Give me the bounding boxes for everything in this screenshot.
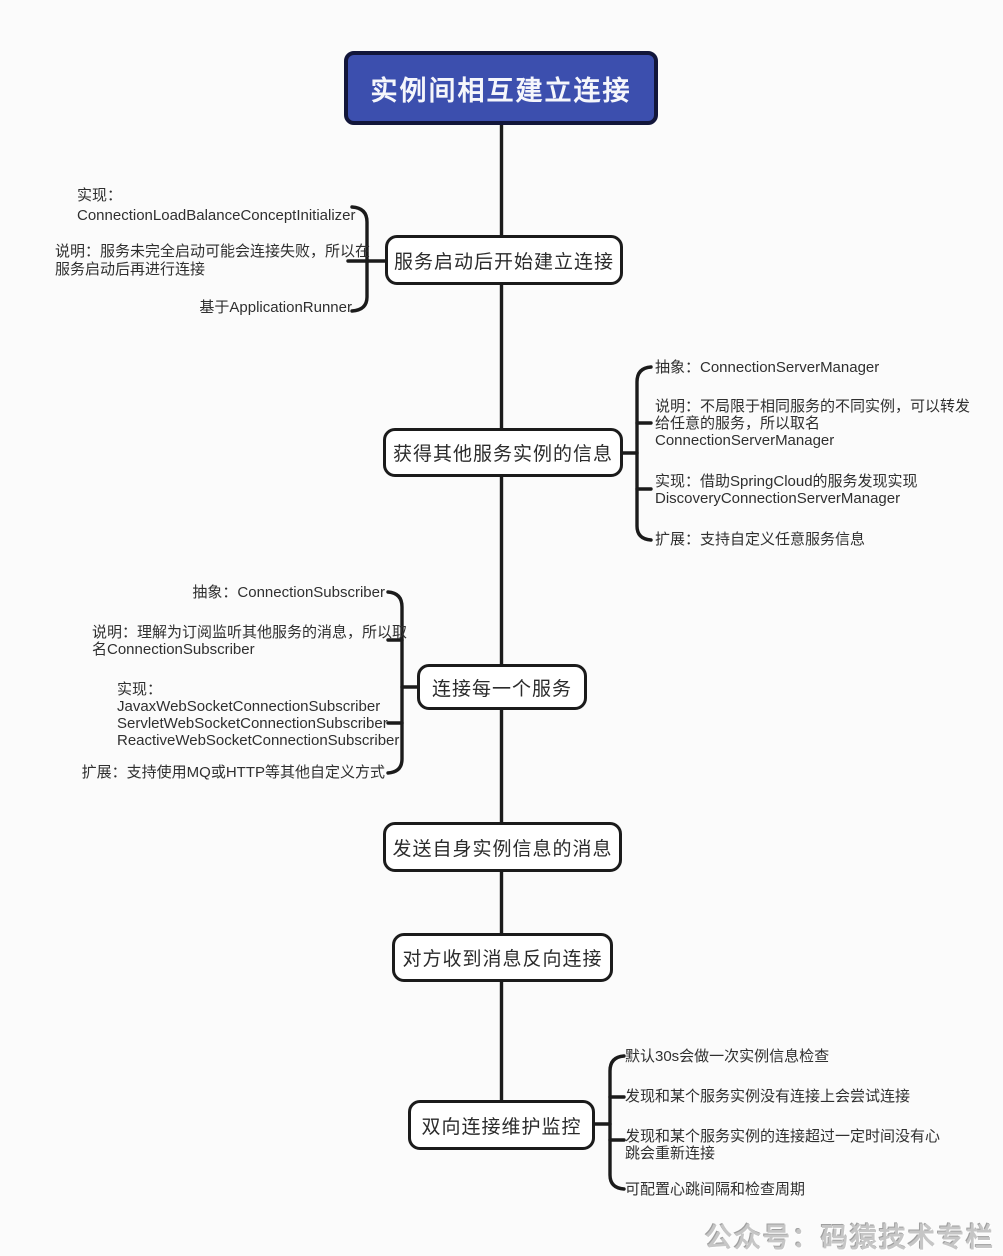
root-node-title: 实例间相互建立连接 <box>344 51 658 125</box>
step-node-send-self-info: 发送自身实例信息的消息 <box>383 822 622 872</box>
bracket-step3 <box>386 590 404 775</box>
bracket-step6 <box>608 1054 626 1191</box>
annotation-startup-desc: 说明：服务未完全启动可能会连接失败，所以在 服务启动后再进行连接 <box>55 243 371 278</box>
annotation-servermanager-abstract: 抽象：ConnectionServerManager <box>655 359 880 376</box>
annotation-monitor-check-interval: 默认30s会做一次实例信息检查 <box>625 1048 830 1065</box>
step-node-reverse-connect: 对方收到消息反向连接 <box>392 933 613 982</box>
step-node-connect-each-service: 连接每一个服务 <box>417 664 587 710</box>
annotation-subscriber-impl: 实现： JavaxWebSocketConnectionSubscriber S… <box>117 681 400 749</box>
annotation-subscriber-abstract: 抽象：ConnectionSubscriber <box>192 584 385 601</box>
annotation-monitor-heartbeat-reconnect: 发现和某个服务实例的连接超过一定时间没有心 跳会重新连接 <box>625 1128 941 1162</box>
step-node-get-instances-info: 获得其他服务实例的信息 <box>383 428 623 477</box>
annotation-subscriber-desc: 说明：理解为订阅监听其他服务的消息，所以取 名ConnectionSubscri… <box>92 624 408 658</box>
annotation-monitor-configurable: 可配置心跳间隔和检查周期 <box>625 1181 806 1198</box>
step-node-start-after-boot: 服务启动后开始建立连接 <box>385 235 623 285</box>
watermark-text: 公众号：码猿技术专栏 <box>705 1223 995 1253</box>
annotation-servermanager-desc: 说明：不局限于相同服务的不同实例，可以转发 给任意的服务，所以取名 Connec… <box>655 398 971 449</box>
step-node-bidirectional-monitor: 双向连接维护监控 <box>408 1100 595 1150</box>
annotation-servermanager-extend: 扩展：支持自定义任意服务信息 <box>655 531 866 548</box>
annotation-monitor-try-connect: 发现和某个服务实例没有连接上会尝试连接 <box>625 1088 911 1105</box>
annotation-servermanager-impl: 实现：借助SpringCloud的服务发现实现 DiscoveryConnect… <box>655 473 918 507</box>
bracket-step2 <box>635 365 653 542</box>
annotation-subscriber-extend: 扩展：支持使用MQ或HTTP等其他自定义方式 <box>81 764 385 781</box>
annotation-startup-base: 基于ApplicationRunner <box>199 299 352 316</box>
annotation-startup-impl: 实现： ConnectionLoadBalanceConceptInitiali… <box>77 187 356 224</box>
